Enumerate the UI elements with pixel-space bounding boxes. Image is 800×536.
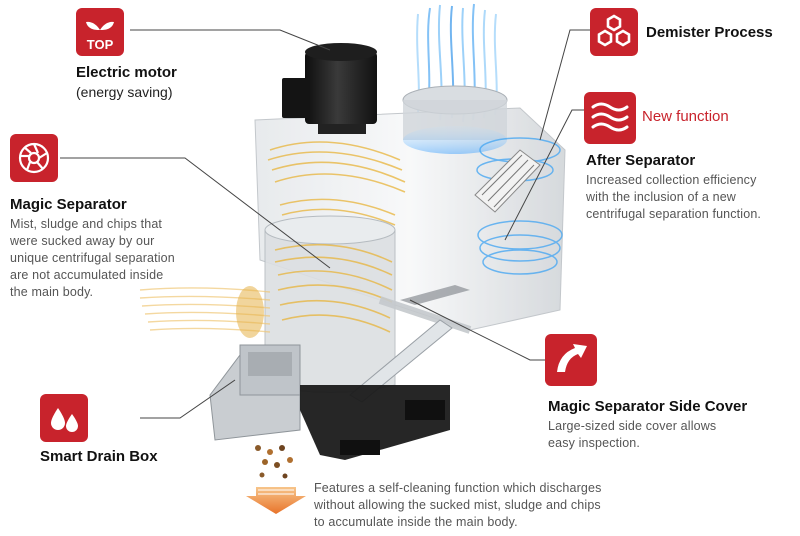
- electric-motor-subtitle: (energy saving): [76, 84, 173, 100]
- svg-text:TOP: TOP: [87, 37, 114, 52]
- demister-grate: [474, 149, 541, 213]
- aperture-icon: [10, 134, 58, 182]
- side-cover-description: Large-sized side cover allows easy inspe…: [548, 419, 717, 450]
- leader-lines: [60, 29, 590, 419]
- leaf-top-icon: TOP: [76, 8, 124, 56]
- corner-arrow-icon: [545, 334, 597, 386]
- side-cover-title: Magic Separator Side Cover: [548, 398, 748, 415]
- mist-plume: [416, 3, 498, 123]
- droplets-icon: [40, 394, 88, 442]
- after-separator-title: After Separator: [586, 152, 696, 169]
- discharge-debris: [255, 445, 293, 479]
- hexagon-cluster-icon: [590, 8, 638, 56]
- discharge-arrow-icon: [246, 487, 306, 514]
- magic-separator-title: Magic Separator: [10, 196, 127, 213]
- after-separator-description: Increased collection efficiency with the…: [586, 173, 762, 221]
- drain-box-drawing: [209, 344, 301, 441]
- mist-swirl-yellow: [267, 141, 406, 333]
- machine-base: [300, 385, 450, 460]
- wave-lines-icon: [584, 92, 636, 144]
- new-function-label: New function: [642, 108, 729, 125]
- inlet-opening: [236, 286, 264, 338]
- magic-separator-description: Mist, sludge and chips that were sucked …: [10, 217, 175, 299]
- after-separator-swirl: [476, 137, 563, 275]
- demister-title: Demister Process: [646, 24, 773, 41]
- drain-box-title: Smart Drain Box: [40, 448, 158, 465]
- drain-box-description: Features a self-cleaning function which …: [314, 481, 602, 529]
- electric-motor-title: Electric motor: [76, 64, 177, 81]
